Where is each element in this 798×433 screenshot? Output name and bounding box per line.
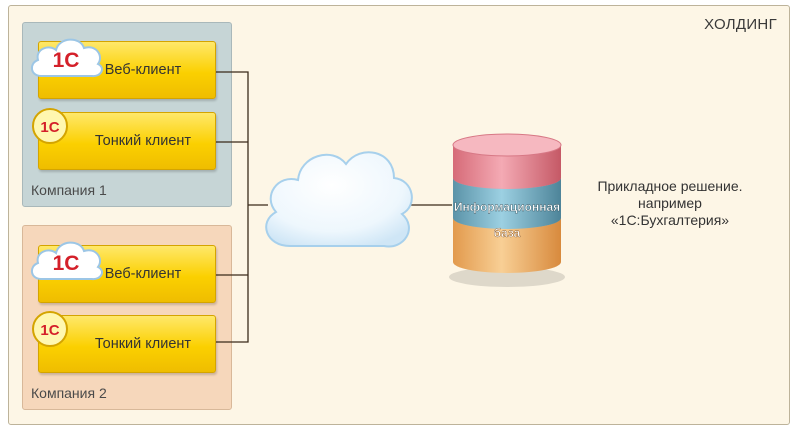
1c-logo-text: 1С [40,322,59,339]
company-2-label: Компания 2 [31,385,107,401]
1c-cloud-icon: 1С [31,241,103,281]
1c-logo-text: 1С [40,119,59,136]
web-client-label-2: Веб-клиент [104,266,182,282]
1c-cloud-icon: 1С [31,38,103,78]
solution-line1: Прикладное решение. [597,178,743,194]
company-1-label: Компания 1 [31,182,107,198]
1c-badge-icon: 1С [32,108,68,144]
1c-badge-icon: 1С [32,311,68,347]
holding-label: ХОЛДИНГ [704,16,777,33]
thin-client-label-1: Тонкий клиент [94,133,192,149]
web-client-label-1: Веб-клиент [104,62,182,78]
1c-logo-text: 1С [53,252,80,275]
thin-client-box-1[interactable]: Тонкий клиент [38,112,216,170]
solution-line2: например [638,195,702,211]
thin-client-box-2[interactable]: Тонкий клиент [38,315,216,373]
database-label-line2: база [494,226,521,240]
1c-logo-text: 1С [53,49,80,72]
applied-solution-caption: Прикладное решение. например «1С:Бухгалт… [575,178,765,229]
database-label-line1: Информационная [454,200,560,214]
thin-client-label-2: Тонкий клиент [94,336,192,352]
solution-line3: «1С:Бухгалтерия» [610,212,730,228]
